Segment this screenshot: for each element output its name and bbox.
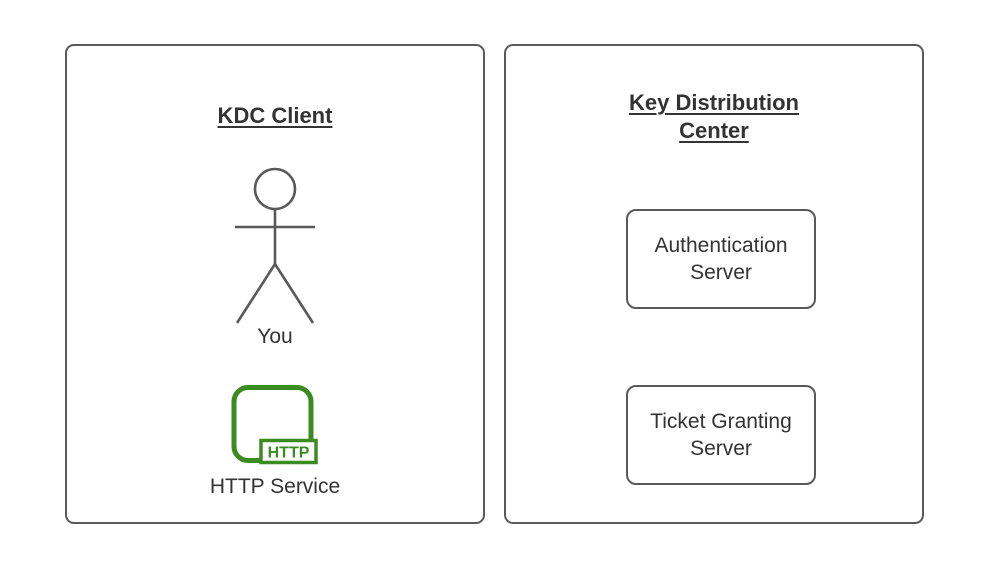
- authentication-server-box: Authentication Server: [626, 209, 816, 309]
- authentication-server-label: Authentication Server: [654, 234, 788, 284]
- key-distribution-center-title: Key Distribution Center: [629, 90, 799, 143]
- actor-label: You: [257, 325, 293, 348]
- http-service-label: HTTP Service: [209, 475, 341, 498]
- ticket-granting-server-label: Ticket Granting Server: [650, 410, 792, 460]
- http-service-icon: HTTP: [231, 384, 319, 466]
- stick-figure-actor-icon: [230, 165, 320, 327]
- kdc-client-panel: KDC Client You HTTP HTTP Service: [65, 44, 485, 524]
- ticket-granting-server-box: Ticket Granting Server: [626, 385, 816, 485]
- http-icon-text: HTTP: [268, 445, 310, 462]
- key-distribution-center-panel: Key Distribution Center Authentication S…: [504, 44, 924, 524]
- kdc-client-title: KDC Client: [217, 103, 333, 128]
